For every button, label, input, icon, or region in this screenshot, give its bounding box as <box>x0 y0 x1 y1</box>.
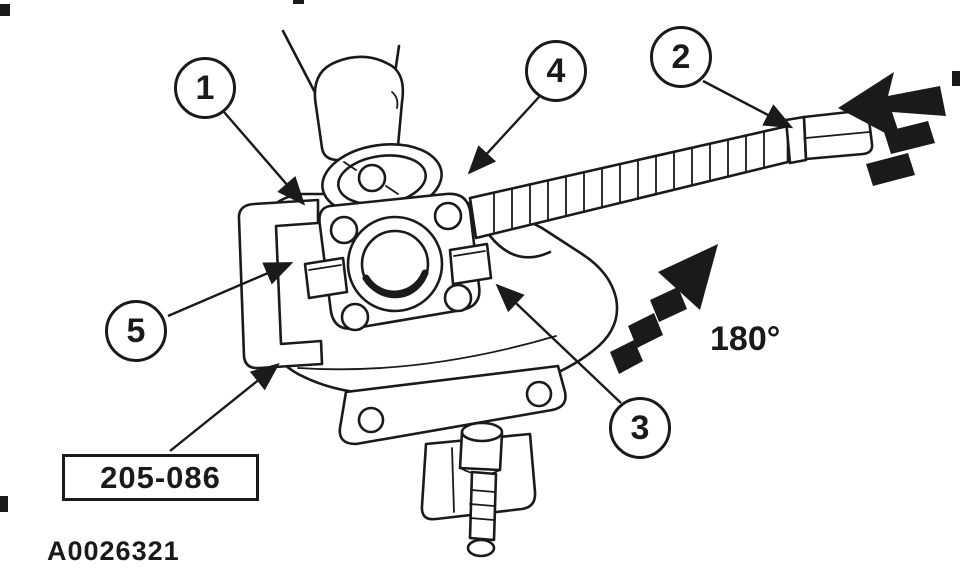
scan-artifacts <box>0 0 960 512</box>
callout-2: 2 <box>650 26 712 88</box>
rotation-arrow <box>610 244 718 374</box>
leader-callout-2 <box>702 79 794 129</box>
callout-1: 1 <box>174 57 236 119</box>
lower-bracket-and-bolt <box>338 364 567 558</box>
callout-4: 4 <box>525 40 587 102</box>
callout-3-number: 3 <box>630 409 650 447</box>
rotation-angle-label: 180° <box>710 320 781 358</box>
press-direction-arrow <box>838 72 946 186</box>
callout-4-number: 4 <box>546 52 566 90</box>
tool-number-box: 205-086 <box>62 454 259 501</box>
callout-3: 3 <box>609 397 671 459</box>
mounting-flange <box>303 192 493 332</box>
leader-tool-box <box>169 362 280 452</box>
callout-leaders <box>167 79 794 452</box>
leader-callout-3 <box>495 283 622 404</box>
callout-5: 5 <box>105 300 167 362</box>
pinion-shaft <box>468 109 874 259</box>
steering-column-tube <box>281 29 405 162</box>
leader-callout-4 <box>467 96 540 175</box>
figure-id-label: A0026321 <box>47 536 180 566</box>
callout-2-number: 2 <box>671 38 691 76</box>
tool-number: 205-086 <box>100 459 221 495</box>
leader-callout-1 <box>223 111 306 206</box>
leader-callout-5 <box>167 262 294 318</box>
clamp-bracket <box>237 198 324 370</box>
callout-1-number: 1 <box>195 69 215 107</box>
callout-5-number: 5 <box>126 312 146 350</box>
